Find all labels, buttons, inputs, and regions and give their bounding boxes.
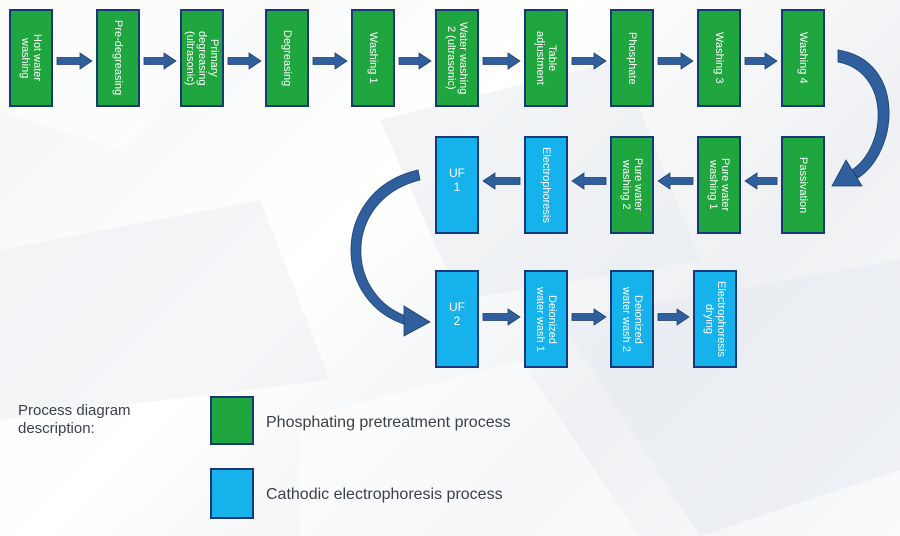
step-deionized-water-wash-1: Deionized water wash 1 (524, 270, 568, 368)
step-label: UF 1 (449, 166, 465, 194)
step-label: Deionized water wash 1 (534, 286, 558, 352)
step-electrophoresis-drying: Electrophoresis drying (693, 270, 737, 368)
step-label: Phosphate (626, 31, 638, 85)
step-pure-water-washing-1: Pure water washing 1 (697, 136, 741, 234)
step-label: Pure water washing 1 (707, 158, 731, 212)
step-degreasing: Degreasing (265, 9, 309, 107)
step-deionized-water-wash-2: Deionized water wash 2 (610, 270, 654, 368)
legend-swatch-electrophoresis (210, 468, 254, 519)
step-label: Washing 4 (797, 32, 809, 84)
legend-label-phosphating: Phosphating pretreatment process (266, 414, 511, 431)
step-label: Water washing 2 (ultrasonic) (445, 21, 469, 95)
step-label: Washing 3 (713, 32, 725, 84)
step-phosphate: Phosphate (610, 9, 654, 107)
legend-label-electrophoresis: Cathodic electrophoresis process (266, 486, 503, 503)
step-label: Degreasing (281, 29, 293, 87)
step-label: Pre-degreasing (112, 20, 124, 96)
step-pre-degreasing: Pre-degreasing (96, 9, 140, 107)
step-hot-water-washing: Hot water washing (9, 9, 53, 107)
step-washing-1: Washing 1 (351, 9, 395, 107)
step-label: Electrophoresis drying (703, 281, 727, 357)
step-label: Table adjustment (534, 31, 558, 85)
step-label: Pure water washing 2 (620, 158, 644, 212)
step-label: Hot water washing (19, 34, 43, 82)
step-passivation: Passivation (781, 136, 825, 234)
step-primary-degreasing: Primary degreasing (ultrasonic) (180, 9, 224, 107)
step-label: UF 2 (449, 300, 465, 328)
legend-title: Process diagram description: (18, 402, 131, 437)
legend-swatch-phosphating (210, 396, 254, 445)
step-label: Washing 1 (367, 32, 379, 84)
step-washing-3: Washing 3 (697, 9, 741, 107)
step-electrophoresis: Electrophoresis (524, 136, 568, 234)
step-label: Primary degreasing (ultrasonic) (184, 30, 220, 86)
step-uf-2: UF 2 (435, 270, 479, 368)
step-label: Electrophoresis (540, 147, 552, 223)
step-washing-4: Washing 4 (781, 9, 825, 107)
step-uf-1: UF 1 (435, 136, 479, 234)
step-pure-water-washing-2: Pure water washing 2 (610, 136, 654, 234)
step-table-adjustment: Table adjustment (524, 9, 568, 107)
step-label: Deionized water wash 2 (620, 286, 644, 352)
step-water-washing-2: Water washing 2 (ultrasonic) (435, 9, 479, 107)
step-label: Passivation (797, 156, 809, 214)
